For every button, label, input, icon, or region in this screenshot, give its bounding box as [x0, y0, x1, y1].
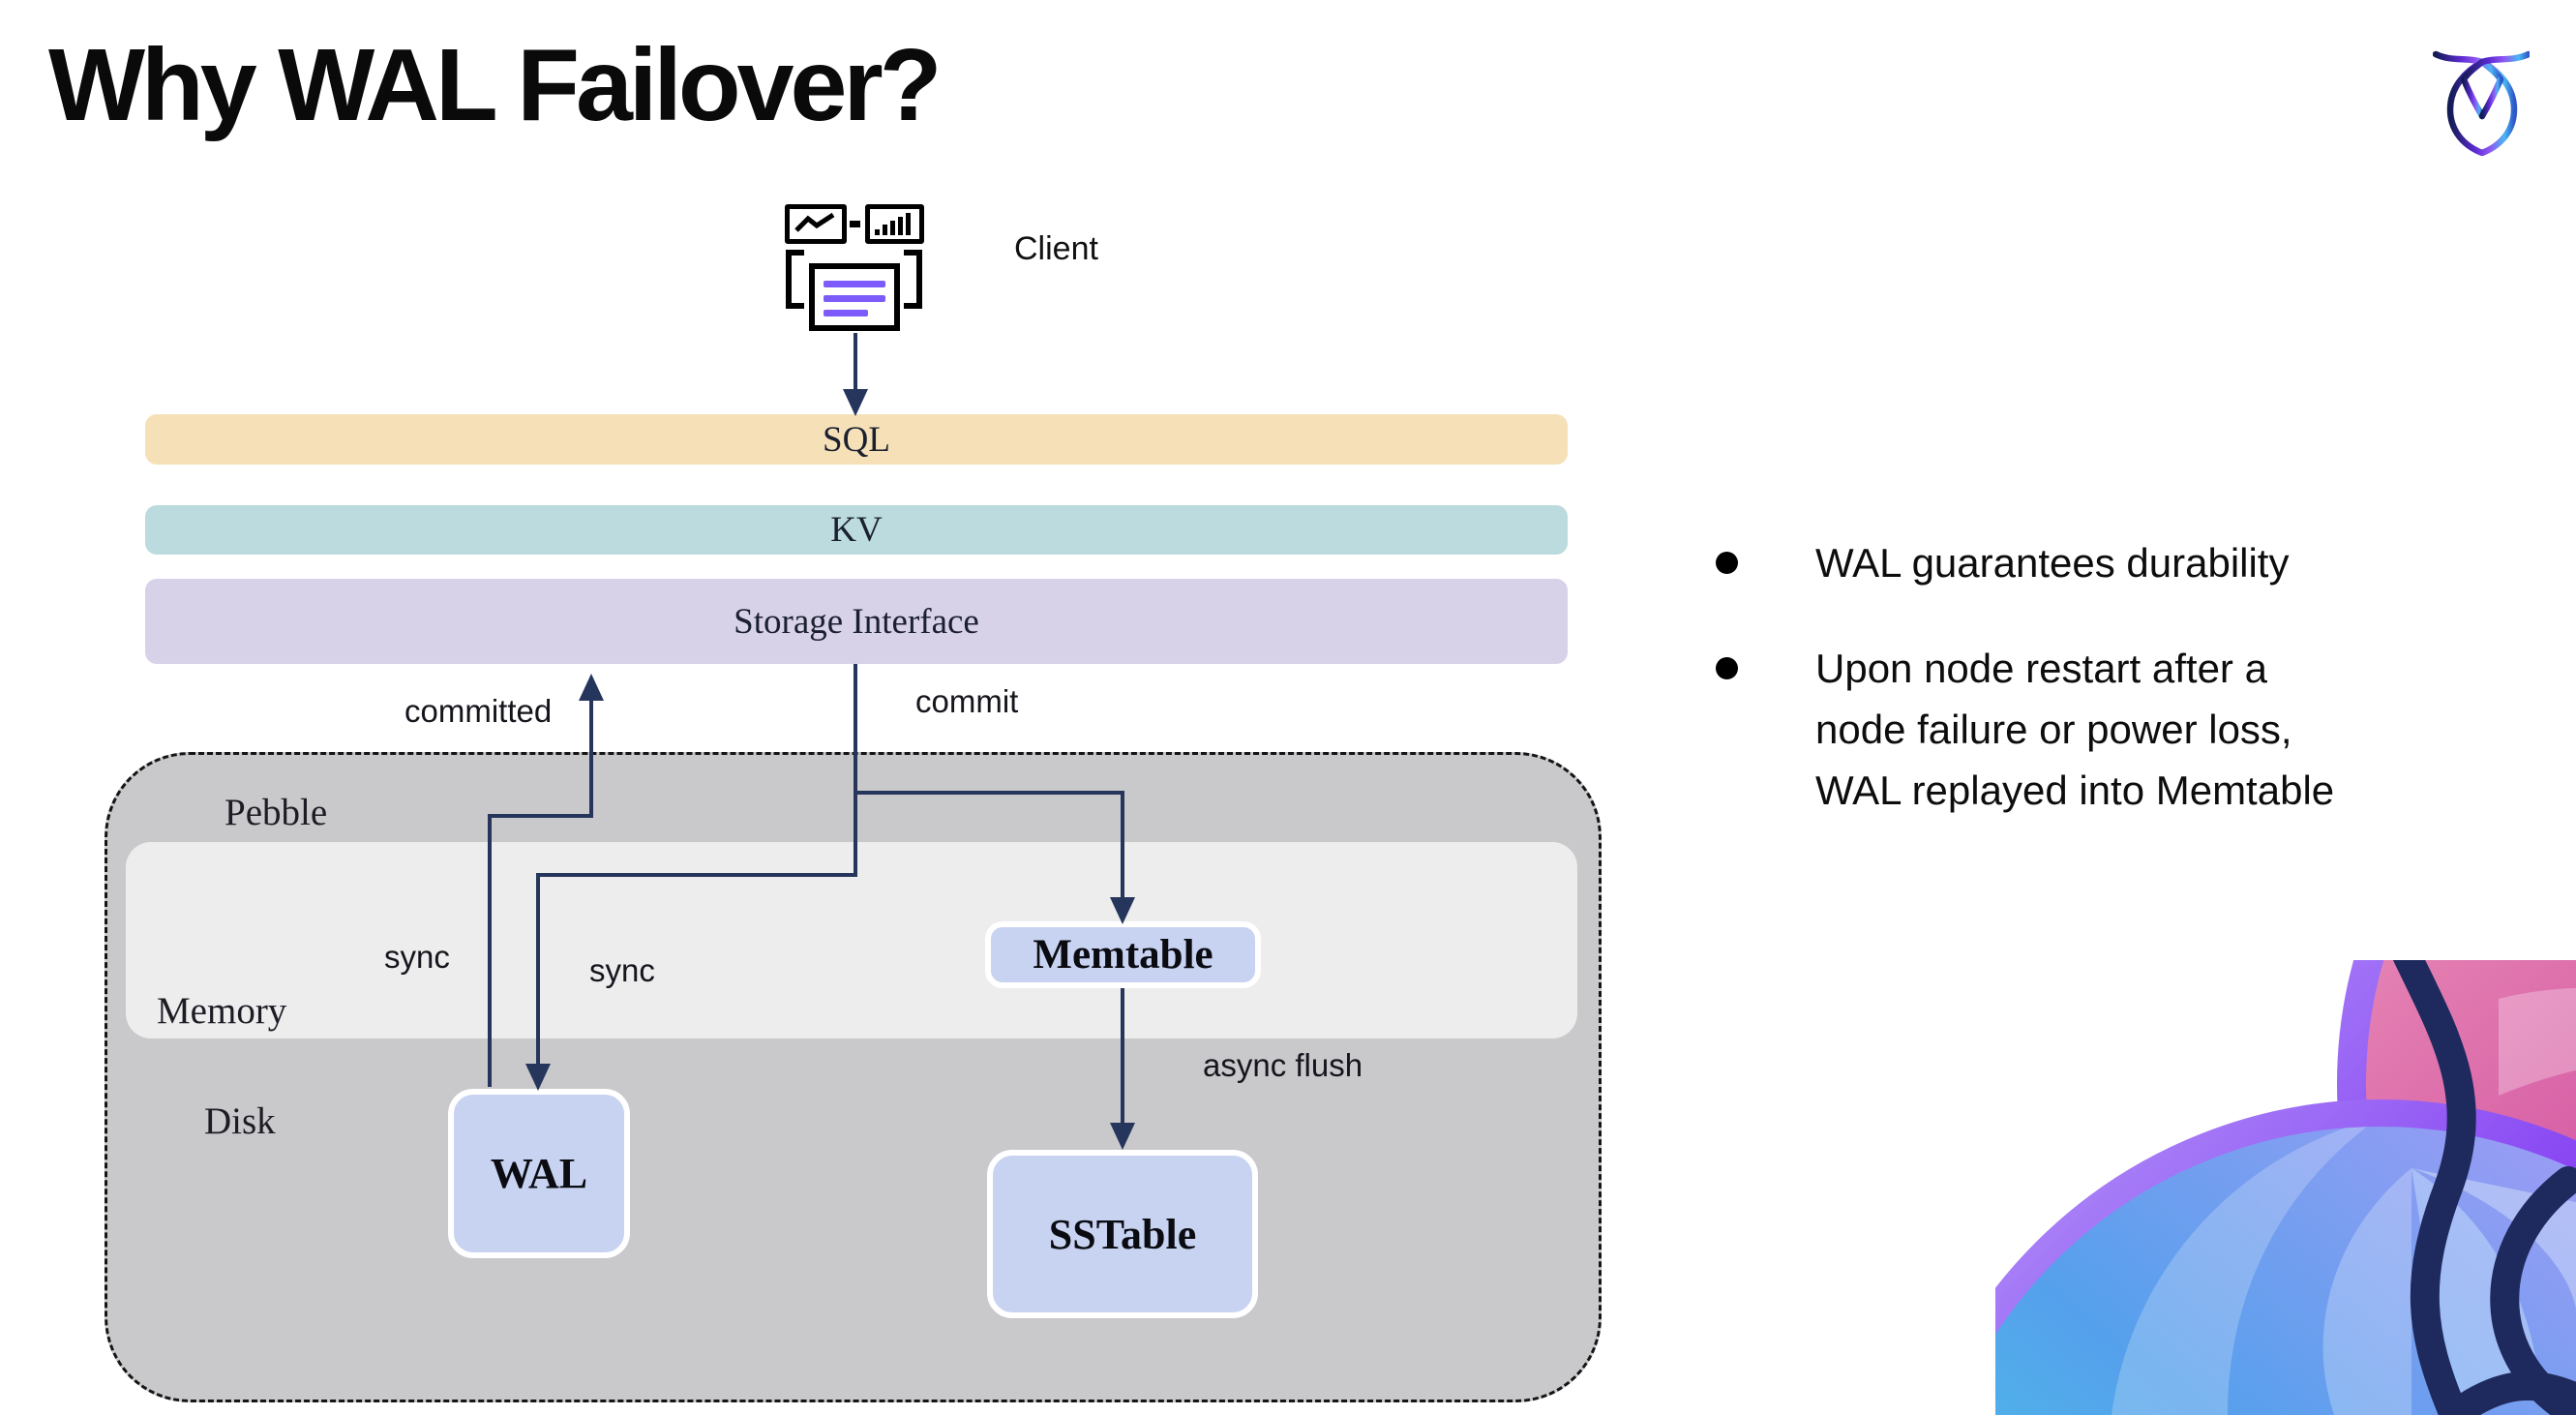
arrowhead-up-icon: [579, 674, 604, 701]
document-text-line: [824, 310, 868, 316]
layer-bar-kv: KV: [145, 505, 1568, 555]
bullet-dot-icon: [1716, 657, 1738, 679]
bullet-dot-icon: [1716, 552, 1738, 574]
bracket-left: [786, 250, 792, 309]
edge-label-commit: commit: [915, 683, 1019, 719]
edge-label-sync-left: sync: [384, 939, 450, 975]
bracket-left-bottom: [786, 303, 804, 309]
node-wal: WAL: [448, 1089, 630, 1258]
layer-label-sql: SQL: [823, 419, 890, 460]
memory-zone: [126, 842, 1577, 1039]
bracket-right: [916, 250, 922, 309]
node-sstable-label: SSTable: [1048, 1210, 1197, 1258]
bar-chart-icon: [865, 204, 924, 244]
edge-label-async-flush: async flush: [1203, 1047, 1363, 1083]
layer-bar-storage-interface: Storage Interface: [145, 579, 1568, 664]
dash-separator: [850, 221, 860, 227]
memory-label: Memory: [157, 990, 287, 1032]
node-wal-label: WAL: [490, 1150, 588, 1197]
bracket-right-bottom: [904, 303, 922, 309]
layer-label-storage-interface: Storage Interface: [734, 601, 979, 642]
bullet-text: Upon node restart after a node failure o…: [1815, 646, 2335, 813]
bracket-left-top: [786, 250, 804, 256]
layer-bar-sql: SQL: [145, 414, 1568, 465]
client-label: Client: [1014, 230, 1098, 267]
layer-label-kv: KV: [830, 510, 883, 550]
node-memtable: Memtable: [985, 921, 1261, 988]
bullet-text: WAL guarantees durability: [1815, 540, 2290, 586]
edge-label-sync-right: sync: [589, 952, 655, 988]
line-chart-icon: [785, 204, 847, 244]
document-text-line: [824, 281, 885, 287]
bracket-right-top: [904, 250, 922, 256]
pebble-label: Pebble: [225, 792, 328, 833]
list-item: Upon node restart after a node failure o…: [1716, 638, 2567, 821]
page-title: Why WAL Failover?: [48, 28, 942, 142]
node-sstable: SSTable: [987, 1150, 1258, 1318]
list-item: WAL guarantees durability: [1716, 532, 2567, 593]
arrowhead-down-icon: [843, 389, 868, 416]
document-text-line: [824, 295, 885, 302]
bullet-list: WAL guarantees durability Upon node rest…: [1716, 532, 2567, 865]
edge-label-committed: committed: [404, 693, 553, 729]
node-memtable-label: Memtable: [1033, 932, 1213, 978]
cockroach-logo-icon: [2433, 50, 2530, 157]
brand-art-decoration: [1995, 960, 2576, 1415]
disk-label: Disk: [204, 1100, 276, 1142]
